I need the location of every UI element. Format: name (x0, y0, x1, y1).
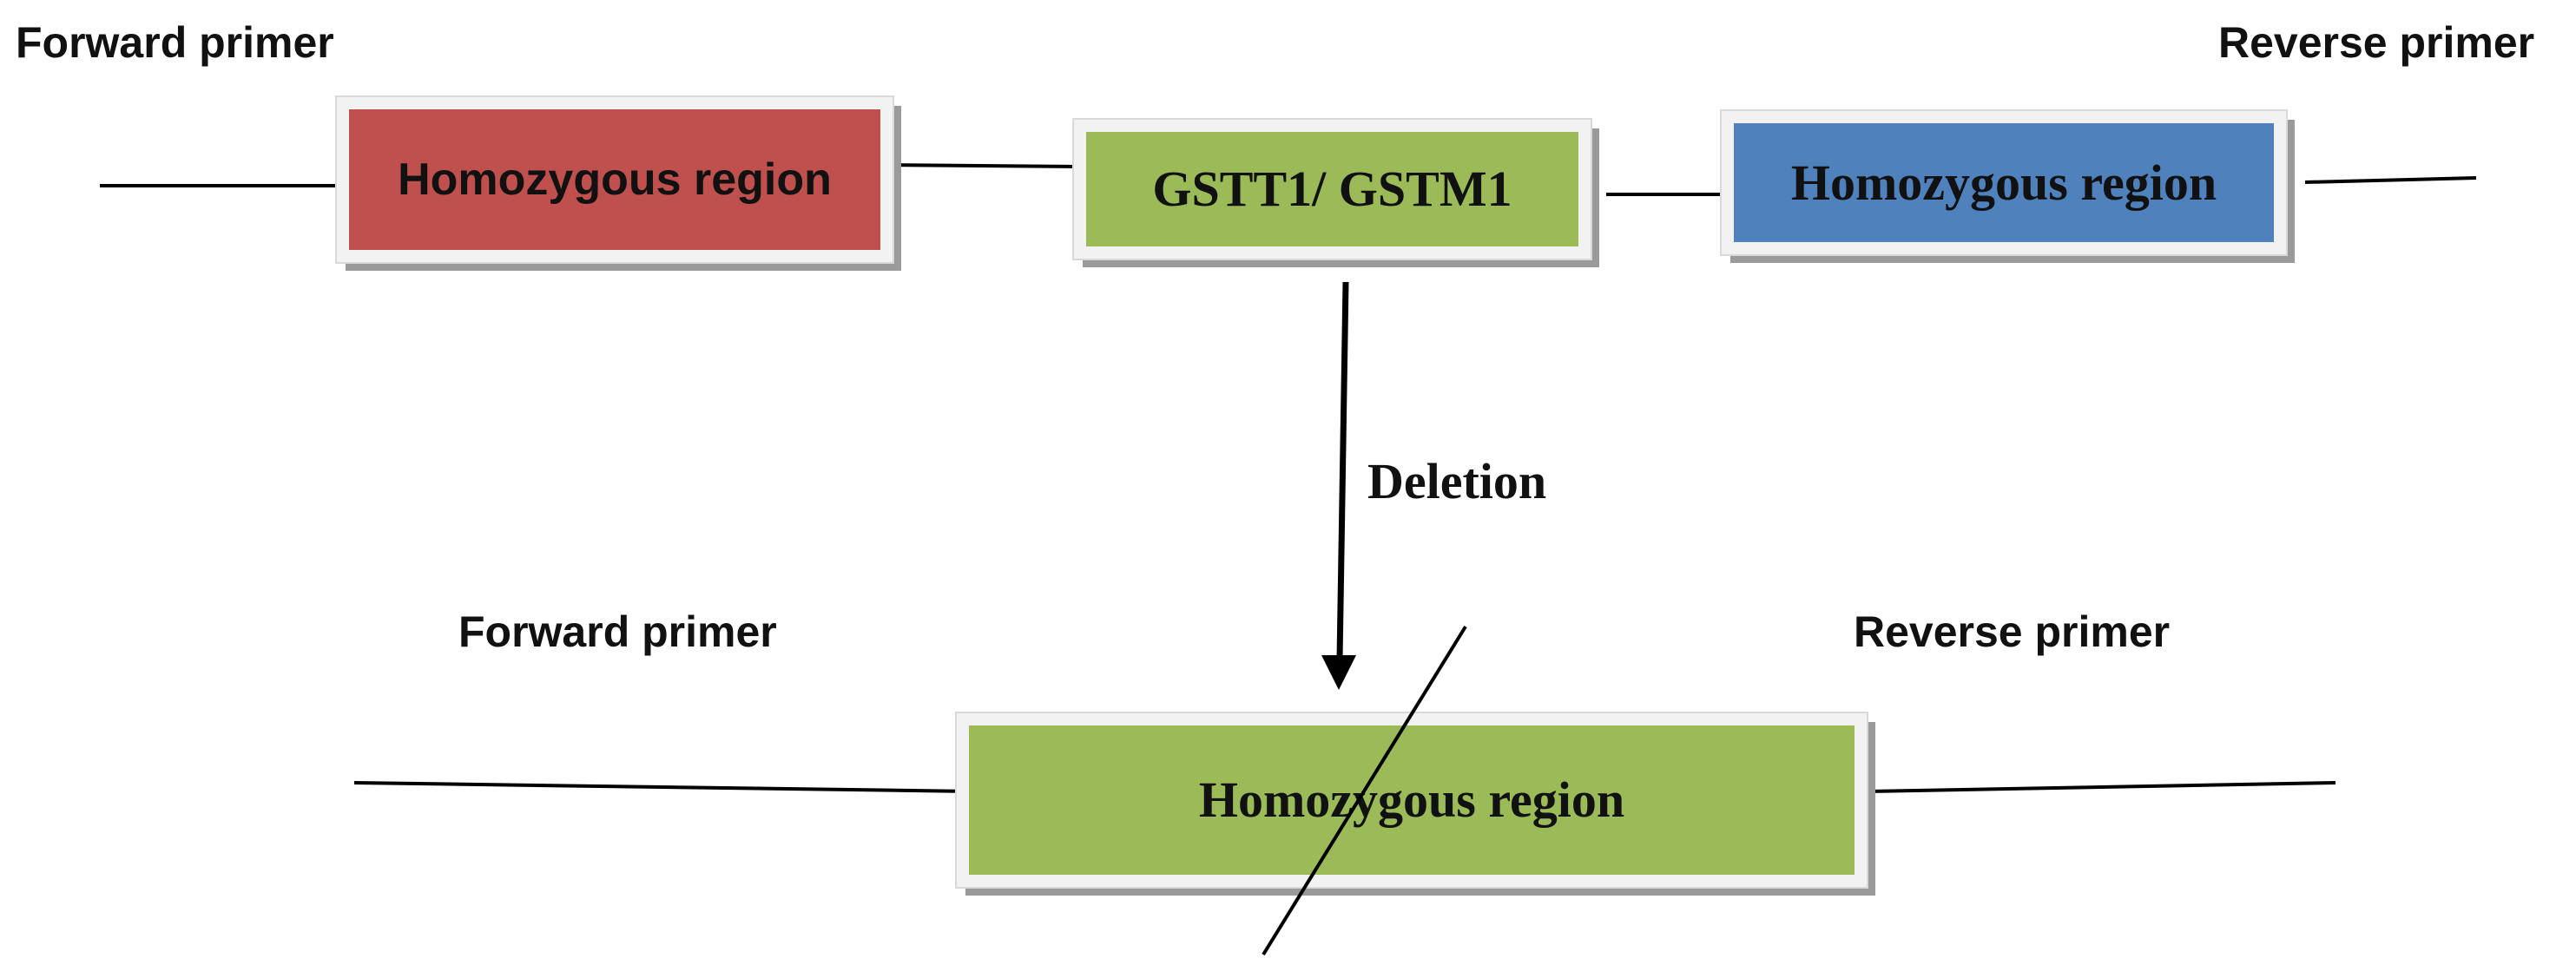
deletion-arrowhead (1321, 655, 1356, 690)
top-left-homozygous-region-box: Homozygous region (335, 95, 894, 264)
deletion-arrow-shaft (1336, 281, 1349, 660)
top-forward-primer-label: Forward primer (16, 18, 334, 67)
top-right-line (2304, 176, 2477, 184)
top-reverse-primer-label: Reverse primer (2218, 18, 2535, 67)
bottom-reverse-primer-label: Reverse primer (1854, 607, 2171, 656)
bottom-right-line (1866, 781, 2336, 793)
top-left-to-gene-line (880, 163, 1082, 168)
bottom-forward-primer-label: Forward primer (458, 607, 777, 656)
gene-box: GSTT1/ GSTM1 (1072, 118, 1592, 260)
deletion-label: Deletion (1367, 453, 1547, 509)
top-right-homozygous-region-label: Homozygous region (1790, 154, 2217, 211)
bottom-left-line (353, 781, 973, 793)
bottom-homozygous-region-label: Homozygous region (1198, 771, 1625, 828)
gene-label: GSTT1/ GSTM1 (1152, 161, 1512, 217)
top-right-homozygous-region-box: Homozygous region (1720, 109, 2288, 256)
top-left-homozygous-region-label: Homozygous region (398, 154, 832, 205)
bottom-homozygous-region-box: Homozygous region (955, 712, 1868, 889)
